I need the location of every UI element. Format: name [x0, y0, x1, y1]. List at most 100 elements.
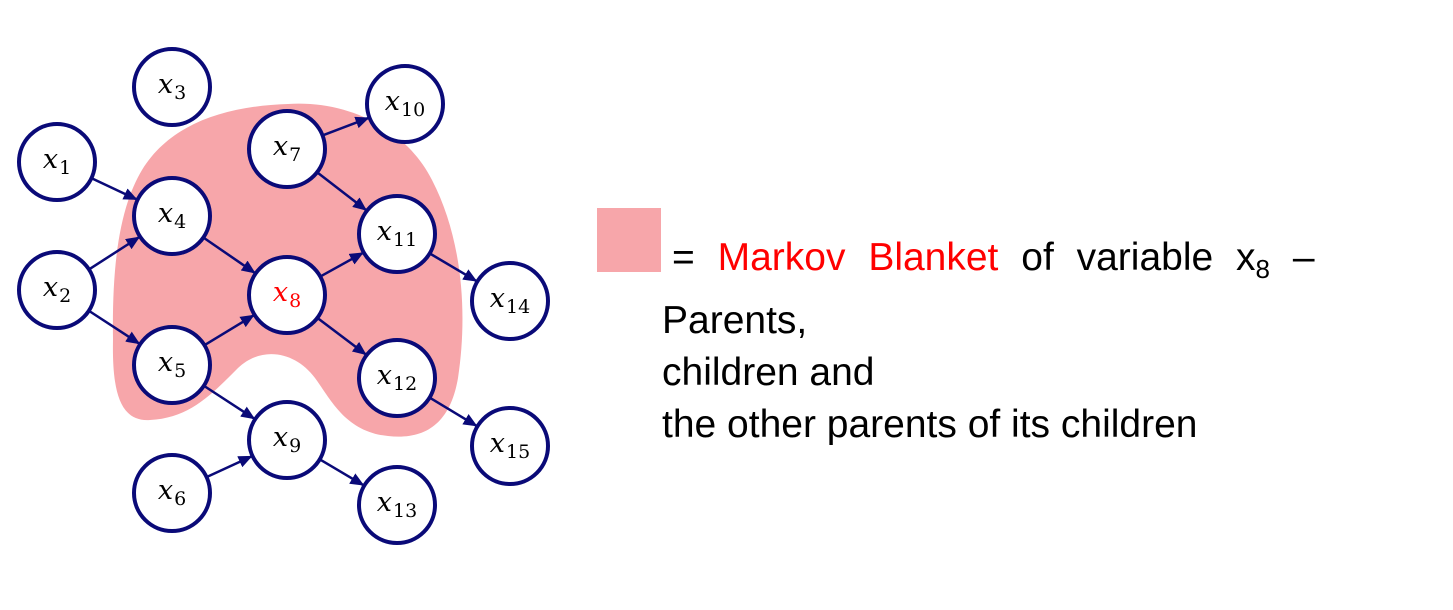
node-x13: x13	[357, 465, 437, 545]
edge-x2-x5	[88, 309, 141, 345]
node-label-base: x	[158, 198, 173, 229]
node-label-subscript: 13	[393, 500, 417, 522]
node-label-base: x	[385, 86, 400, 117]
legend-variable: x8	[1236, 236, 1270, 284]
node-label-base: x	[158, 475, 173, 506]
node-x6: x6	[132, 453, 212, 533]
node-label-x1: x1	[43, 144, 71, 179]
legend-equals: =	[672, 236, 695, 279]
node-x15: x15	[470, 406, 550, 486]
legend-mid-text: of variable	[1021, 236, 1214, 279]
node-x12: x12	[357, 338, 437, 418]
edge-x9-x13	[319, 458, 365, 487]
node-label-subscript: 14	[506, 296, 530, 318]
node-label-x12: x12	[377, 360, 417, 395]
edge-x8-x11	[319, 251, 364, 278]
node-x11: x11	[357, 194, 437, 274]
node-label-x15: x15	[490, 428, 530, 463]
node-label-x14: x14	[490, 283, 530, 318]
node-label-subscript: 7	[289, 144, 301, 166]
node-circle-x10	[365, 64, 445, 144]
legend-text: = Markov Blanket of variable x8 – Parent…	[662, 232, 1422, 451]
node-circle-x2	[17, 250, 97, 330]
node-circle-x5	[132, 325, 212, 405]
node-label-base: x	[377, 487, 392, 518]
node-label-base: x	[273, 131, 288, 162]
node-label-base: x	[43, 272, 58, 303]
node-label-subscript: 5	[174, 360, 186, 382]
node-circle-x9	[247, 400, 327, 480]
node-label-subscript: 15	[506, 441, 530, 463]
edge-x4-x8	[202, 236, 256, 274]
node-circle-x1	[17, 122, 97, 202]
node-x4: x4	[132, 176, 212, 256]
node-circle-x13	[357, 465, 437, 545]
edge-x11-x14	[429, 252, 478, 283]
node-circle-x14	[470, 261, 550, 341]
node-label-base: x	[377, 216, 392, 247]
edge-x6-x9	[205, 455, 253, 479]
node-label-subscript: 3	[174, 82, 186, 104]
node-label-base: x	[273, 277, 288, 308]
edge-x1-x4	[90, 177, 138, 201]
node-label-x5: x5	[158, 347, 186, 382]
edges-layer	[88, 116, 478, 487]
node-label-x7: x7	[273, 131, 301, 166]
edge-x2-x4	[88, 236, 141, 271]
node-label-base: x	[158, 69, 173, 100]
node-label-x8: x8	[273, 277, 301, 312]
node-x3: x3	[132, 47, 212, 127]
node-label-base: x	[490, 283, 505, 314]
node-label-subscript: 11	[393, 229, 417, 251]
node-circle-x11	[357, 194, 437, 274]
node-label-x3: x3	[158, 69, 186, 104]
legend-swatch	[597, 208, 661, 272]
node-label-base: x	[158, 347, 173, 378]
node-label-subscript: 10	[401, 99, 425, 121]
node-label-subscript: 12	[393, 373, 417, 395]
node-label-x6: x6	[158, 475, 186, 510]
node-circle-x15	[470, 406, 550, 486]
edge-x7-x11	[316, 171, 367, 212]
node-circle-x6	[132, 453, 212, 533]
edge-x8-x12	[316, 316, 367, 356]
node-label-base: x	[43, 144, 58, 175]
legend-dash: –	[1292, 236, 1315, 279]
legend-term: Markov Blanket	[717, 236, 999, 279]
legend-variable-subscript: 8	[1255, 254, 1270, 284]
node-x10: x10	[365, 64, 445, 144]
node-circle-x12	[357, 338, 437, 418]
node-label-base: x	[490, 428, 505, 459]
node-circle-x7	[247, 109, 327, 189]
node-label-x13: x13	[377, 487, 417, 522]
node-label-subscript: 8	[289, 290, 301, 312]
node-label-x4: x4	[158, 198, 186, 233]
node-label-subscript: 1	[59, 157, 71, 179]
edge-x7-x10	[322, 116, 370, 137]
legend-variable-base: x	[1236, 236, 1256, 279]
node-label-base: x	[273, 422, 288, 453]
node-label-x2: x2	[43, 272, 71, 307]
legend-line-parents: Parents,	[662, 299, 808, 342]
node-label-subscript: 2	[59, 285, 71, 307]
node-label-subscript: 6	[174, 488, 186, 510]
node-circle-x3	[132, 47, 212, 127]
edge-x12-x15	[428, 396, 478, 427]
node-label-x11: x11	[377, 216, 417, 251]
legend-line-children: children and	[662, 351, 875, 394]
legend-first-line: = Markov Blanket of variable x8 –	[672, 232, 1422, 295]
node-label-base: x	[377, 360, 392, 391]
node-label-x9: x9	[273, 422, 301, 457]
edge-x5-x8	[203, 314, 255, 347]
node-x2: x2	[17, 250, 97, 330]
node-circle-x4	[132, 176, 212, 256]
node-x8: x8	[247, 255, 327, 335]
node-label-subscript: 4	[174, 211, 186, 233]
node-x14: x14	[470, 261, 550, 341]
legend-line-other-parents: the other parents of its children	[662, 403, 1198, 446]
node-label-subscript: 9	[289, 435, 301, 457]
node-x5: x5	[132, 325, 212, 405]
